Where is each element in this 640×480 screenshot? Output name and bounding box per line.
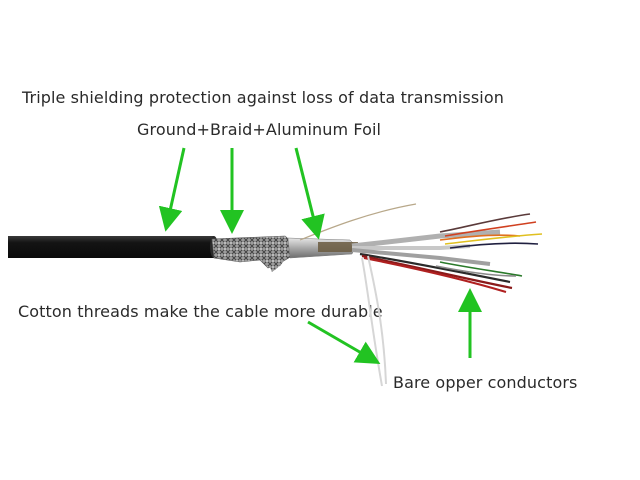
braid-shield	[211, 235, 293, 272]
arrow-cotton	[307, 320, 381, 365]
ground-wire	[299, 203, 417, 241]
aluminum-foil	[287, 237, 358, 259]
arrow-ground	[158, 147, 186, 232]
colored-conductors	[359, 213, 543, 293]
shield-layers-label: Ground+Braid+Aluminum Foil	[137, 120, 382, 139]
cable-jacket	[8, 236, 218, 258]
annotation-arrows	[158, 147, 482, 365]
cotton-threads	[361, 255, 387, 387]
title-text: Triple shielding protection against loss…	[22, 88, 504, 107]
cotton-threads-label: Cotton threads make the cable more durab…	[18, 302, 383, 321]
bare-conductors-label: Bare opper conductors	[393, 373, 578, 392]
arrow-foil	[294, 147, 325, 240]
